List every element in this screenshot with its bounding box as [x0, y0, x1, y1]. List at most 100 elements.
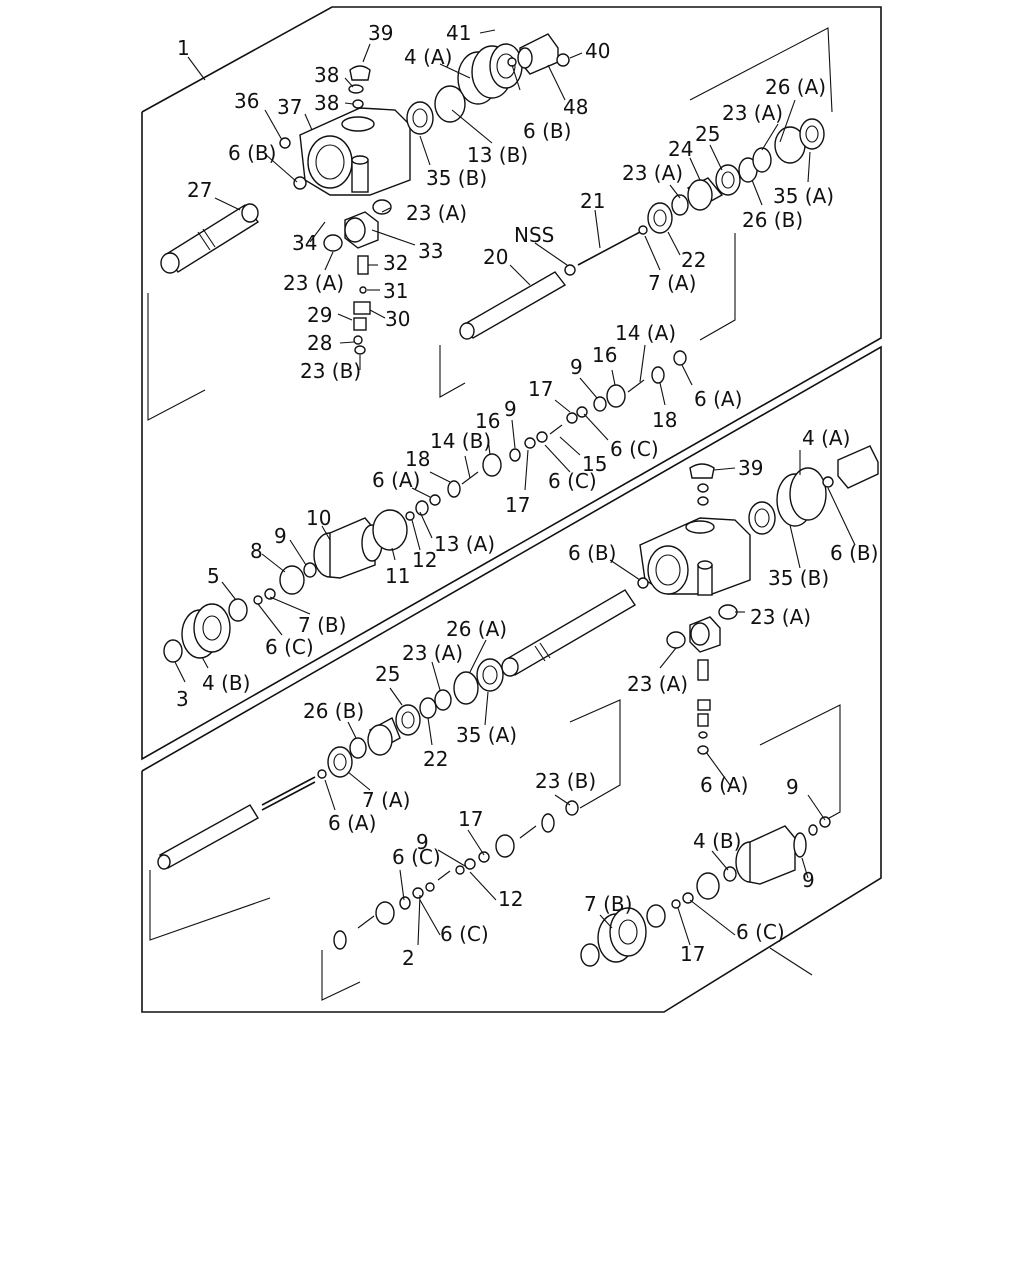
callout-label: 30: [385, 307, 410, 331]
callout-label: 35 (B): [426, 166, 487, 190]
mid-spring-cover-4a: [637, 445, 879, 589]
callout-label: 9: [802, 868, 815, 892]
callout-label: 6 (C): [265, 635, 314, 659]
upper-right-subframe: [689, 27, 833, 113]
callout-label: 18: [405, 447, 430, 471]
upper-mid-subframe: [439, 345, 466, 398]
callout-label: 7 (A): [362, 788, 410, 812]
upper-plug-33: [323, 199, 392, 355]
upper-spring-cover-4a: [457, 43, 523, 105]
callout-label: 4 (A): [802, 426, 850, 450]
lower-subframe-d: [321, 950, 361, 1001]
callout-label: 26 (A): [446, 617, 507, 641]
callout-label: 25: [695, 122, 720, 146]
callout-label: 1: [177, 36, 190, 60]
callout-label: 23 (B): [300, 359, 361, 383]
upper-mid-subframe-right: [699, 233, 736, 341]
callout-label: 8: [250, 539, 263, 563]
callout-label: 23 (A): [750, 605, 811, 629]
lower-spool: [157, 804, 259, 870]
lower-subframe-b: [759, 704, 841, 823]
callout-label: 10: [306, 506, 331, 530]
callout-label: 9: [786, 775, 799, 799]
callout-label: 6 (A): [328, 811, 376, 835]
callout-label: 4 (A): [404, 45, 452, 69]
lower-valve-parts: [333, 800, 579, 950]
mid-valve-body: [639, 463, 751, 596]
callout-label: 9: [416, 830, 429, 854]
callout-label: 12: [498, 887, 523, 911]
callout-label: 6 (B): [568, 541, 616, 565]
callout-label: 37: [277, 95, 302, 119]
callout-label: 23 (A): [622, 161, 683, 185]
callout-label: 15: [582, 452, 607, 476]
callout-label: 33: [418, 239, 443, 263]
callout-label: 16: [475, 409, 500, 433]
lower-spring-cover: [580, 816, 831, 967]
callout-label: 9: [274, 524, 287, 548]
callout-label: 35 (B): [768, 566, 829, 590]
callout-label: 3: [176, 687, 189, 711]
lower-subframe-c: [149, 870, 271, 941]
callout-label: 26 (B): [742, 208, 803, 232]
callout-label: 38: [314, 63, 339, 87]
callout-label: 18: [652, 408, 677, 432]
callout-label: 36: [234, 89, 259, 113]
callout-label: 9: [570, 355, 583, 379]
callout-label: 16: [592, 343, 617, 367]
callout-label: 6 (C): [548, 469, 597, 493]
callout-label: 41: [446, 21, 471, 45]
upper-spool-20: [459, 225, 648, 340]
upper-assembly-frame: [141, 6, 882, 761]
callout-label: 23 (B): [535, 769, 596, 793]
callout-label: 23 (A): [406, 201, 467, 225]
upper-valve-body: [299, 107, 411, 196]
callout-label: 5: [207, 564, 220, 588]
callout-label: 35 (A): [456, 723, 517, 747]
lower-subframe-a: [569, 699, 621, 809]
callout-label: 6 (B): [228, 141, 276, 165]
callout-label: 12: [412, 548, 437, 572]
callout-label: 2: [402, 946, 415, 970]
callout-label: 6 (B): [830, 541, 878, 565]
callout-label: 24: [668, 137, 693, 161]
callout-label: 23 (A): [627, 672, 688, 696]
lower-assembly-frame: [141, 345, 882, 1013]
leader-lines: [174, 29, 856, 976]
callout-label: 26 (B): [303, 699, 364, 723]
upper-left-subframe: [147, 293, 206, 421]
callout-label: 6 (A): [694, 387, 742, 411]
callout-label: 11: [385, 564, 410, 588]
lower-seal-22: [261, 746, 353, 811]
callout-label: 38: [314, 91, 339, 115]
callout-label: 6 (C): [440, 922, 489, 946]
callout-label: 25: [375, 662, 400, 686]
callout-label: 14 (A): [615, 321, 676, 345]
callout-label: 6 (C): [610, 437, 659, 461]
callout-label: 17: [528, 377, 553, 401]
callout-label: NSS: [514, 223, 554, 247]
callout-label: 14 (B): [430, 429, 491, 453]
callout-label: 35 (A): [773, 184, 834, 208]
callout-label: 28: [307, 331, 332, 355]
callout-label: 13 (B): [467, 143, 528, 167]
callout-label: 7 (A): [648, 271, 696, 295]
callout-label: 31: [383, 279, 408, 303]
callout-label: 32: [383, 251, 408, 275]
mid-spool: [501, 589, 636, 677]
callout-label: 23 (A): [402, 641, 463, 665]
callout-labels: 1 39 41 4 (A) 40 38 38 36 37 48 26 (A) 6…: [176, 21, 878, 970]
mid-spring-cover-10: [313, 509, 408, 579]
mid-seal-stack: [349, 658, 504, 759]
callout-label: 4 (B): [202, 671, 250, 695]
callout-label: 9: [504, 397, 517, 421]
callout-label: 20: [483, 245, 508, 269]
callout-label: 48: [563, 95, 588, 119]
callout-label: 7 (B): [298, 613, 346, 637]
callout-label: 40: [585, 39, 610, 63]
upper-valve-parts-14a: [566, 350, 687, 424]
upper-cap-48: [517, 33, 570, 75]
upper-spool-27: [160, 203, 260, 274]
callout-label: 6 (B): [523, 119, 571, 143]
